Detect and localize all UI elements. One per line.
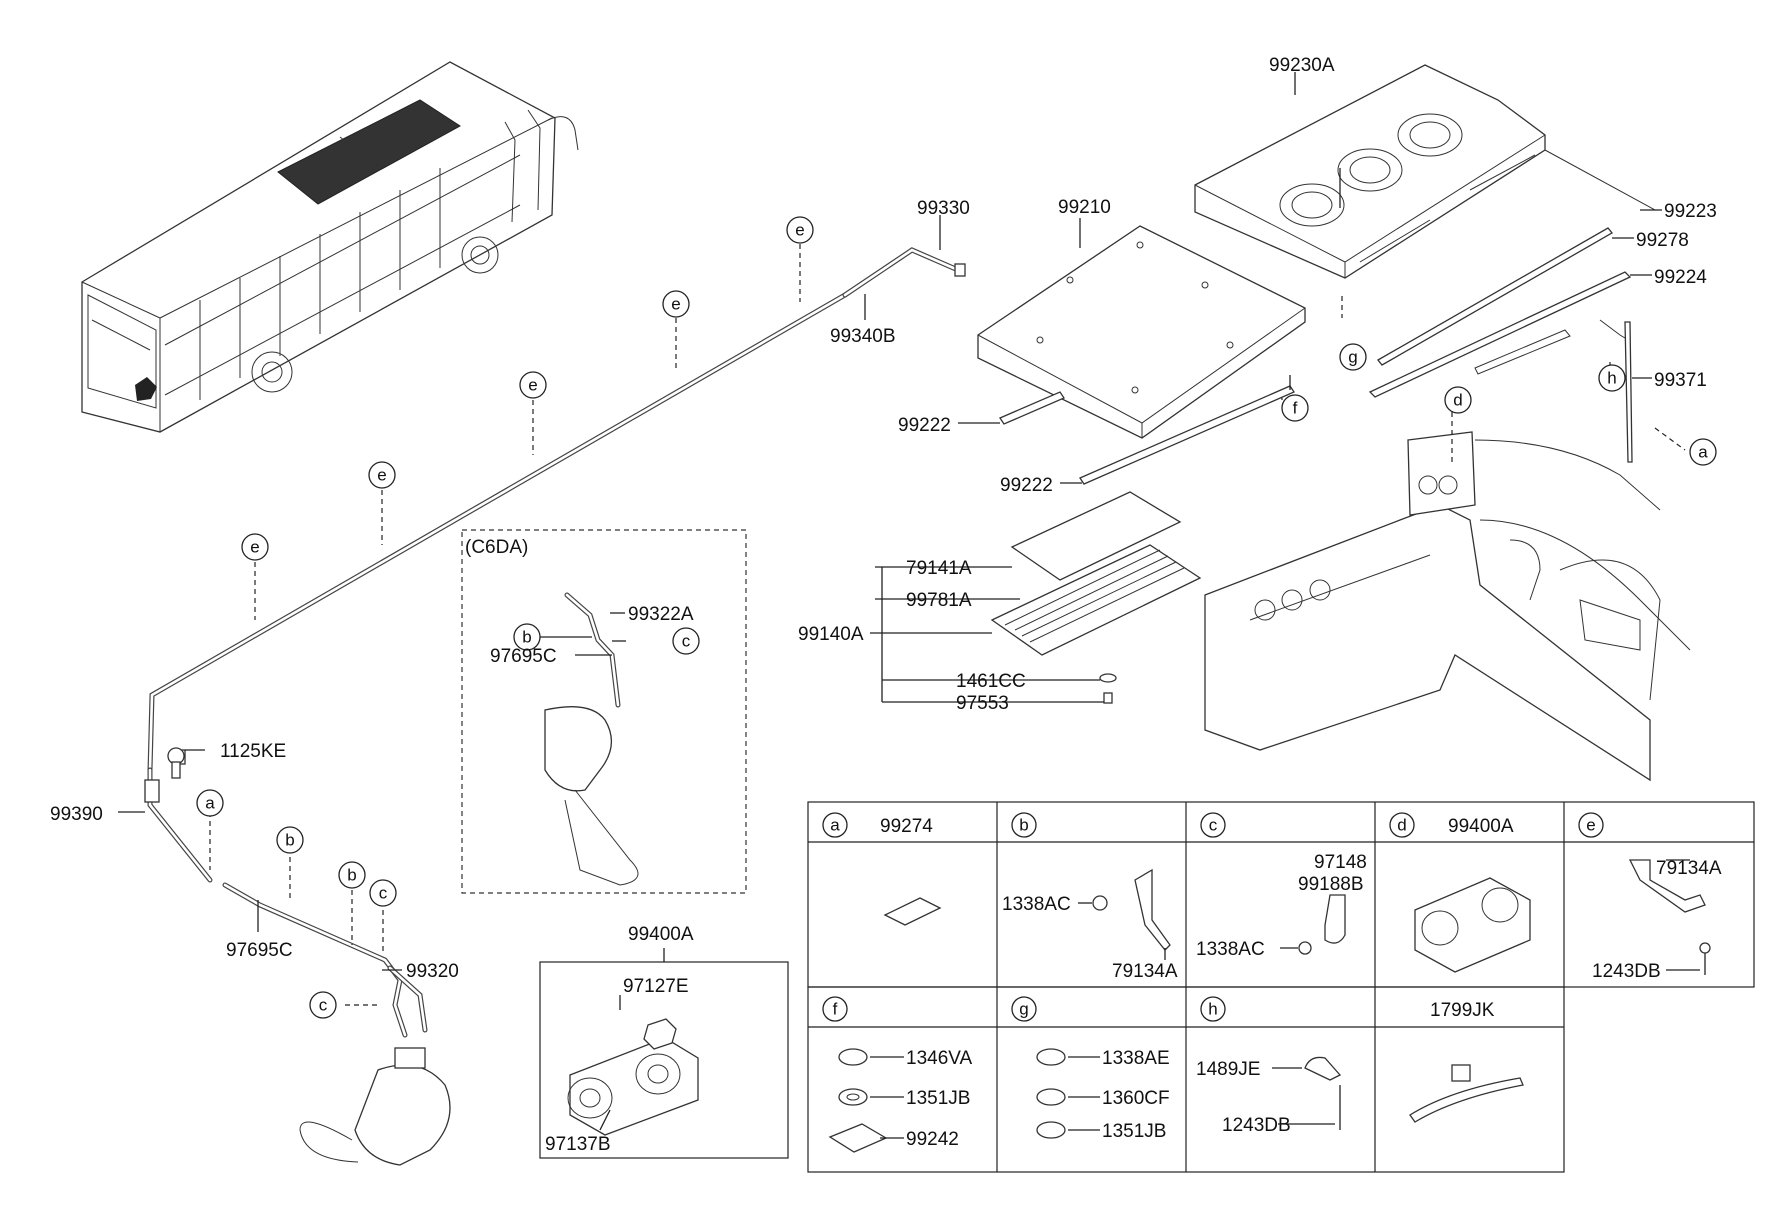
table-g-1338AE: 1338AE	[1102, 1048, 1170, 1069]
callout-e-3: e	[528, 376, 537, 395]
dashboard-illustration	[1204, 431, 1691, 782]
label-79141A: 79141A	[906, 558, 972, 579]
table-header-c: c	[1209, 816, 1218, 835]
table-c-1338AC: 1338AC	[1196, 939, 1265, 960]
inset-c6da	[461, 529, 747, 894]
label-99222-b: 99222	[1000, 475, 1053, 496]
callout-arrows	[209, 296, 1686, 1006]
table-header-g: g	[1019, 1000, 1028, 1019]
label-99210: 99210	[1058, 197, 1111, 218]
e-callout-arrows	[254, 244, 801, 620]
callout-a-main: a	[1698, 443, 1708, 462]
table-header-h: h	[1208, 1000, 1217, 1019]
callout-c-pipe-2: c	[319, 996, 328, 1015]
inset-title: (C6DA)	[465, 537, 528, 558]
table-header-a: a	[830, 816, 840, 835]
table-g-1360CF: 1360CF	[1102, 1088, 1170, 1109]
table-tie-title: 1799JK	[1430, 1000, 1495, 1021]
leader-lines	[118, 72, 1662, 1131]
clip-1125KE	[167, 747, 185, 779]
label-99400A: 99400A	[628, 924, 694, 945]
table-b-1338AC: 1338AC	[1002, 894, 1071, 915]
table-d-part: 99400A	[1448, 816, 1514, 837]
part-labels: 99230A 99223 99278 99224 99371 99330 993…	[50, 55, 1722, 1155]
label-97695C: 97695C	[226, 940, 293, 961]
label-99320: 99320	[406, 961, 459, 982]
callout-e-5: e	[250, 538, 259, 557]
label-97695C-inset: 97695C	[490, 646, 557, 667]
callout-e-2: e	[671, 295, 680, 314]
control-panel-box	[539, 948, 789, 1159]
callout-g-main: g	[1348, 348, 1357, 367]
table-a-part: 99274	[880, 816, 933, 837]
callout-c-pipe-1: c	[379, 884, 388, 903]
table-e-79134A: 79134A	[1656, 858, 1722, 879]
label-99140A: 99140A	[798, 624, 864, 645]
label-1461CC: 1461CC	[956, 671, 1026, 692]
parts-table	[807, 801, 1755, 1173]
callout-b-pipe-2: b	[347, 866, 356, 885]
label-97127E: 97127E	[623, 976, 689, 997]
filter-99140A	[990, 491, 1202, 704]
callout-e-4: e	[377, 466, 386, 485]
callout-h-main: h	[1607, 369, 1616, 388]
duct-99210	[977, 225, 1306, 439]
table-g-1351JB: 1351JB	[1102, 1121, 1166, 1142]
table-header-f: f	[833, 1000, 838, 1019]
tubes-lower	[144, 749, 451, 1166]
table-f-99242: 99242	[906, 1129, 959, 1150]
label-99278: 99278	[1636, 230, 1689, 251]
pipe-99340B	[147, 247, 966, 773]
label-99222-a: 99222	[898, 415, 951, 436]
table-header-e: e	[1586, 816, 1595, 835]
table-c-99188B: 99188B	[1298, 874, 1364, 895]
label-99230A: 99230A	[1269, 55, 1335, 76]
bus-illustration	[81, 61, 579, 433]
label-99371: 99371	[1654, 370, 1707, 391]
label-99781A: 99781A	[906, 590, 972, 611]
label-99330: 99330	[917, 198, 970, 219]
table-h-1243DB: 1243DB	[1222, 1115, 1291, 1136]
cover-99230A	[1194, 64, 1656, 279]
label-97553: 97553	[956, 693, 1009, 714]
label-1125KE: 1125KE	[220, 741, 286, 762]
callout-b-pipe-1: b	[285, 831, 294, 850]
table-header-d: d	[1397, 816, 1406, 835]
callout-e-1: e	[795, 221, 804, 240]
callout-c-inset: c	[682, 632, 691, 651]
bracket-99371	[1474, 319, 1633, 463]
table-f-1346VA: 1346VA	[906, 1048, 973, 1069]
strips-99278-99224	[1368, 227, 1632, 398]
table-h-1489JE: 1489JE	[1196, 1059, 1260, 1080]
callout-circles: e e e e e a b b c c b c f g h d a a	[196, 216, 1717, 1022]
callout-f-main: f	[1293, 399, 1298, 418]
table-e-1243DB: 1243DB	[1592, 961, 1661, 982]
table-f-1351JB: 1351JB	[906, 1088, 970, 1109]
table-b-79134A: 79134A	[1112, 961, 1178, 982]
label-99223: 99223	[1664, 201, 1717, 222]
label-97137B: 97137B	[545, 1134, 611, 1155]
table-header-b: b	[1019, 816, 1028, 835]
callout-b-inset: b	[522, 628, 531, 647]
label-99322A: 99322A	[628, 604, 694, 625]
strip-99222	[999, 385, 1295, 485]
callout-d-main: d	[1453, 391, 1462, 410]
label-99340B: 99340B	[830, 326, 896, 347]
label-99224: 99224	[1654, 267, 1707, 288]
callout-a-pipe: a	[205, 794, 215, 813]
table-c-97148: 97148	[1314, 852, 1367, 873]
label-99390: 99390	[50, 804, 103, 825]
